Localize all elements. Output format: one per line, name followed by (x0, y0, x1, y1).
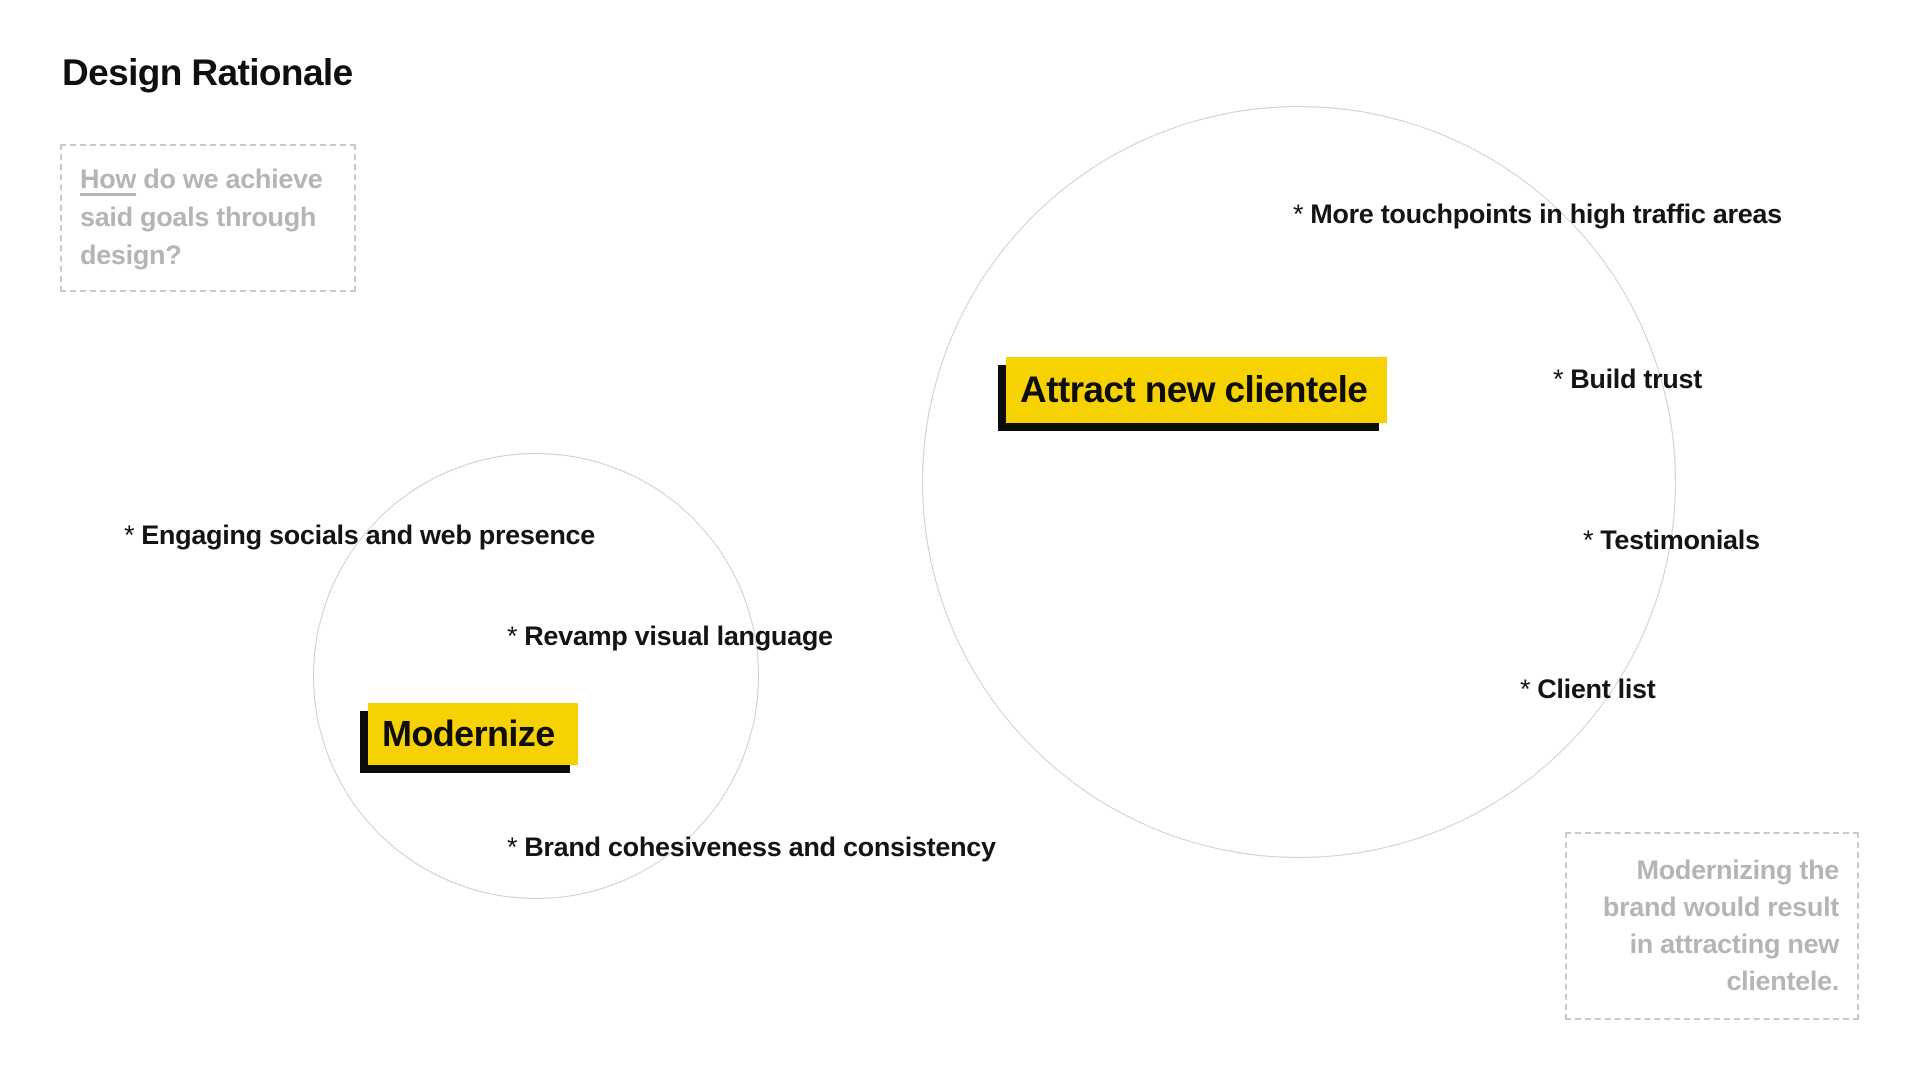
page-title: Design Rationale (62, 52, 353, 93)
bullet-testimonials: *Testimonials (1583, 524, 1760, 556)
asterisk-icon: * (1583, 525, 1594, 555)
bullet-brand-cohesiveness: *Brand cohesiveness and consistency (507, 831, 996, 863)
bullet-more-touchpoints-text: More touchpoints in high traffic areas (1310, 199, 1782, 229)
bullet-testimonials-text: Testimonials (1600, 525, 1760, 555)
bullet-engaging-socials-text: Engaging socials and web presence (141, 520, 595, 550)
conclusion-line-1: Modernizing the (1636, 855, 1840, 885)
question-line-2: said goals through (80, 202, 317, 232)
conclusion-note: Modernizing the brand would result in at… (1565, 832, 1859, 1020)
conclusion-line-4: clientele. (1726, 966, 1839, 996)
modernize-label-text: Modernize (382, 713, 555, 754)
asterisk-icon: * (1520, 674, 1531, 704)
question-line-3: design? (80, 240, 182, 270)
attract-circle (922, 106, 1676, 858)
asterisk-icon: * (124, 520, 135, 550)
bullet-brand-cohesiveness-text: Brand cohesiveness and consistency (524, 832, 996, 862)
question-note: How do we achieve said goals through des… (60, 144, 356, 292)
asterisk-icon: * (1553, 364, 1564, 394)
question-line-1: How do we achieve (80, 160, 336, 198)
modernize-label: Modernize (368, 703, 578, 765)
conclusion-line-2: brand would result (1602, 892, 1839, 922)
asterisk-icon: * (507, 832, 518, 862)
bullet-build-trust: *Build trust (1553, 363, 1702, 395)
question-line-1-rest: do we achieve (136, 164, 323, 194)
bullet-revamp-visual-text: Revamp visual language (524, 621, 833, 651)
bullet-build-trust-text: Build trust (1570, 364, 1702, 394)
bullet-engaging-socials: *Engaging socials and web presence (124, 519, 595, 551)
bullet-more-touchpoints: *More touchpoints in high traffic areas (1293, 198, 1782, 230)
bullet-client-list: *Client list (1520, 673, 1656, 705)
asterisk-icon: * (507, 621, 518, 651)
modernize-circle (313, 453, 759, 899)
attract-label-text: Attract new clientele (1020, 369, 1368, 410)
conclusion-line-3: in attracting new (1629, 929, 1840, 959)
bullet-revamp-visual: *Revamp visual language (507, 620, 833, 652)
asterisk-icon: * (1293, 199, 1304, 229)
bullet-client-list-text: Client list (1537, 674, 1656, 704)
question-underlined-word: How (80, 164, 137, 194)
attract-label: Attract new clientele (1006, 357, 1387, 423)
